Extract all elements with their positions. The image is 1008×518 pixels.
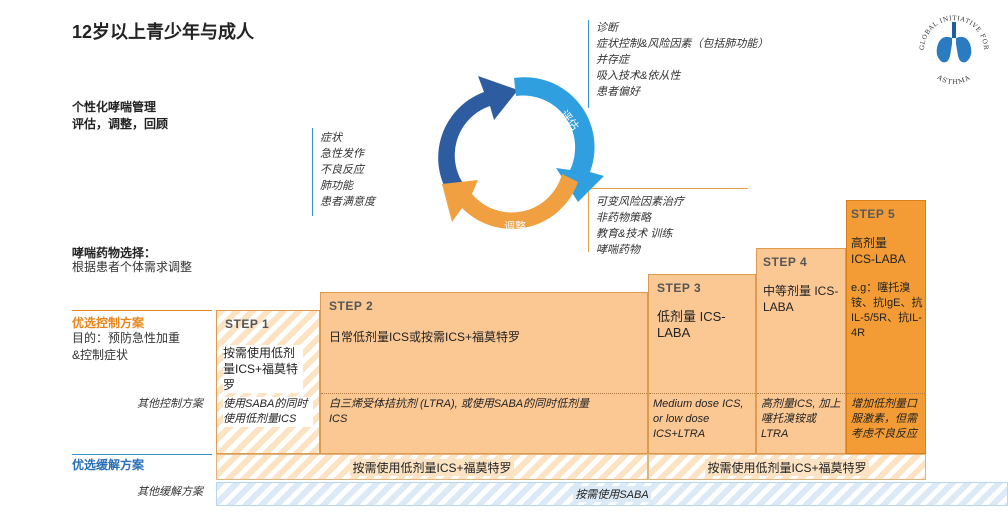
step-3-alt: Medium dose ICS, or low dose ICS+LTRA — [653, 398, 744, 440]
lungs-icon: GLOBAL INITIATIVE FOR ASTHMA — [919, 15, 989, 86]
preferred-reliever-label: 优选缓解方案 — [72, 458, 145, 472]
step-2-title: STEP 2 — [329, 299, 374, 313]
step-2: STEP 2 日常低剂量ICS或按需ICS+福莫特罗 白三烯受体拮抗剂 (LTR… — [320, 292, 648, 454]
reliever-band-step3-5: 按需使用低剂量ICS+福莫特罗 — [648, 454, 926, 480]
review-item: 急性发作 — [320, 148, 364, 160]
review-item: 肺功能 — [320, 180, 353, 192]
step-1-title: STEP 1 — [225, 317, 270, 331]
review-item: 症状 — [320, 132, 342, 144]
gina-logo: GLOBAL INITIATIVE FOR ASTHMA — [912, 4, 996, 88]
assess-item: 症状控制&风险因素（包括肺功能） — [596, 38, 769, 50]
adjust-item: 教育&技术 训练 — [596, 228, 673, 240]
step-5-main: 高剂量 ICS-LABA — [851, 236, 906, 266]
step-5-title: STEP 5 — [851, 207, 896, 221]
step-2-main: 日常低剂量ICS或按需ICS+福莫特罗 — [329, 330, 521, 344]
adjust-list: 可变风险因素治疗 非药物策略 教育&技术 训练 哮喘药物 — [596, 194, 684, 258]
management-cycle: 回顾 评估 调整 — [438, 76, 604, 233]
step-4: STEP 4 中等剂量 ICS-LABA 高剂量ICS, 加上噻托溴铵或LTRA — [756, 248, 846, 454]
drug-choice-title: 哮喘药物选择： — [72, 246, 157, 260]
step-4-title: STEP 4 — [763, 255, 808, 269]
preferred-controller-label: 优选控制方案 — [72, 316, 145, 330]
other-controller-label: 其他控制方案 — [137, 398, 203, 410]
assess-item: 患者偏好 — [596, 86, 640, 98]
step-5: STEP 5 高剂量 ICS-LABA e.g：噻托溴铵、抗IgE、抗IL-5/… — [846, 200, 926, 454]
assess-item: 诊断 — [596, 22, 618, 34]
step-2-alt: 白三烯受体拮抗剂 (LTRA), 或使用SABA的同时低剂量 ICS — [329, 398, 590, 425]
step-3-main: 低剂量 ICS-LABA — [657, 309, 726, 340]
review-item: 不良反应 — [320, 164, 364, 176]
adjust-item: 哮喘药物 — [596, 244, 640, 256]
reliever-band-2-text: 按需使用低剂量ICS+福莫特罗 — [705, 458, 869, 476]
drug-choice-desc: 根据患者个体需求调整 — [72, 260, 193, 274]
step-5-alt: 增加低剂量口服激素，但需考虑不良反应 — [851, 398, 917, 440]
other-reliever-label: 其他缓解方案 — [137, 486, 203, 498]
step-1-main: 按需使用低剂量ICS+福莫特罗 — [223, 345, 303, 393]
step-3-title: STEP 3 — [657, 281, 702, 295]
step-5-extra: e.g：噻托溴铵、抗IgE、抗IL-5/5R、抗IL-4R — [851, 282, 923, 339]
review-item: 患者满意度 — [320, 196, 375, 208]
step-1-alt: 使用SABA的同时使用低剂量ICS — [223, 397, 313, 427]
page-title: 12岁以上青少年与成人 — [72, 22, 255, 42]
logo-text-bottom: ASTHMA — [935, 73, 971, 86]
reliever-band-step1-2: 按需使用低剂量ICS+福莫特罗 — [216, 454, 648, 480]
step-4-alt: 高剂量ICS, 加上噻托溴铵或LTRA — [761, 398, 841, 440]
assess-item: 吸入技术&依从性 — [596, 70, 681, 82]
adjust-arrow — [442, 174, 578, 229]
step-1: STEP 1 按需使用低剂量ICS+福莫特罗 使用SABA的同时使用低剂量ICS — [216, 310, 320, 454]
assess-item: 并存症 — [596, 54, 629, 66]
personalized-subtitle: 评估，调整，回顾 — [72, 117, 169, 131]
other-reliever-text: 按需使用SABA — [573, 486, 651, 502]
personalized-title: 个性化哮喘管理 — [72, 100, 157, 114]
review-arrow — [438, 76, 518, 202]
cycle-label-adjust: 调整 — [504, 219, 526, 233]
preferred-controller-desc: 目的：预防急性加重&控制症状 — [72, 331, 181, 362]
step-3: STEP 3 低剂量 ICS-LABA Medium dose ICS, or … — [648, 274, 756, 454]
step-4-main: 中等剂量 ICS-LABA — [763, 284, 839, 314]
assess-arrow — [514, 77, 604, 202]
other-reliever-band: 按需使用SABA — [216, 482, 1008, 506]
reliever-band-1-text: 按需使用低剂量ICS+福莫特罗 — [350, 458, 514, 476]
assess-list: 诊断 症状控制&风险因素（包括肺功能） 并存症 吸入技术&依从性 患者偏好 — [596, 20, 768, 100]
adjust-item: 非药物策略 — [596, 212, 651, 224]
review-list: 症状 急性发作 不良反应 肺功能 患者满意度 — [320, 130, 375, 210]
adjust-item: 可变风险因素治疗 — [596, 196, 684, 208]
svg-text:ASTHMA: ASTHMA — [935, 73, 972, 86]
